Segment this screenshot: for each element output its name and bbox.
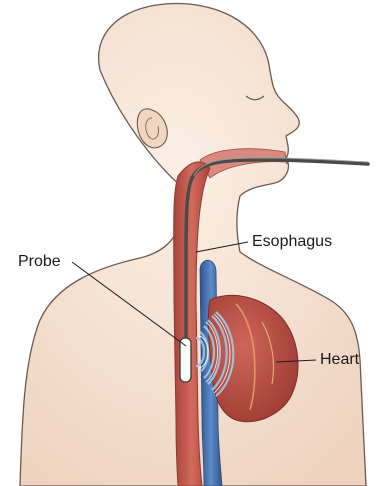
esophagus-label: Esophagus [252,233,332,251]
heart-label: Heart [320,351,359,369]
probe-tip [180,338,191,382]
probe-label: Probe [18,253,61,271]
